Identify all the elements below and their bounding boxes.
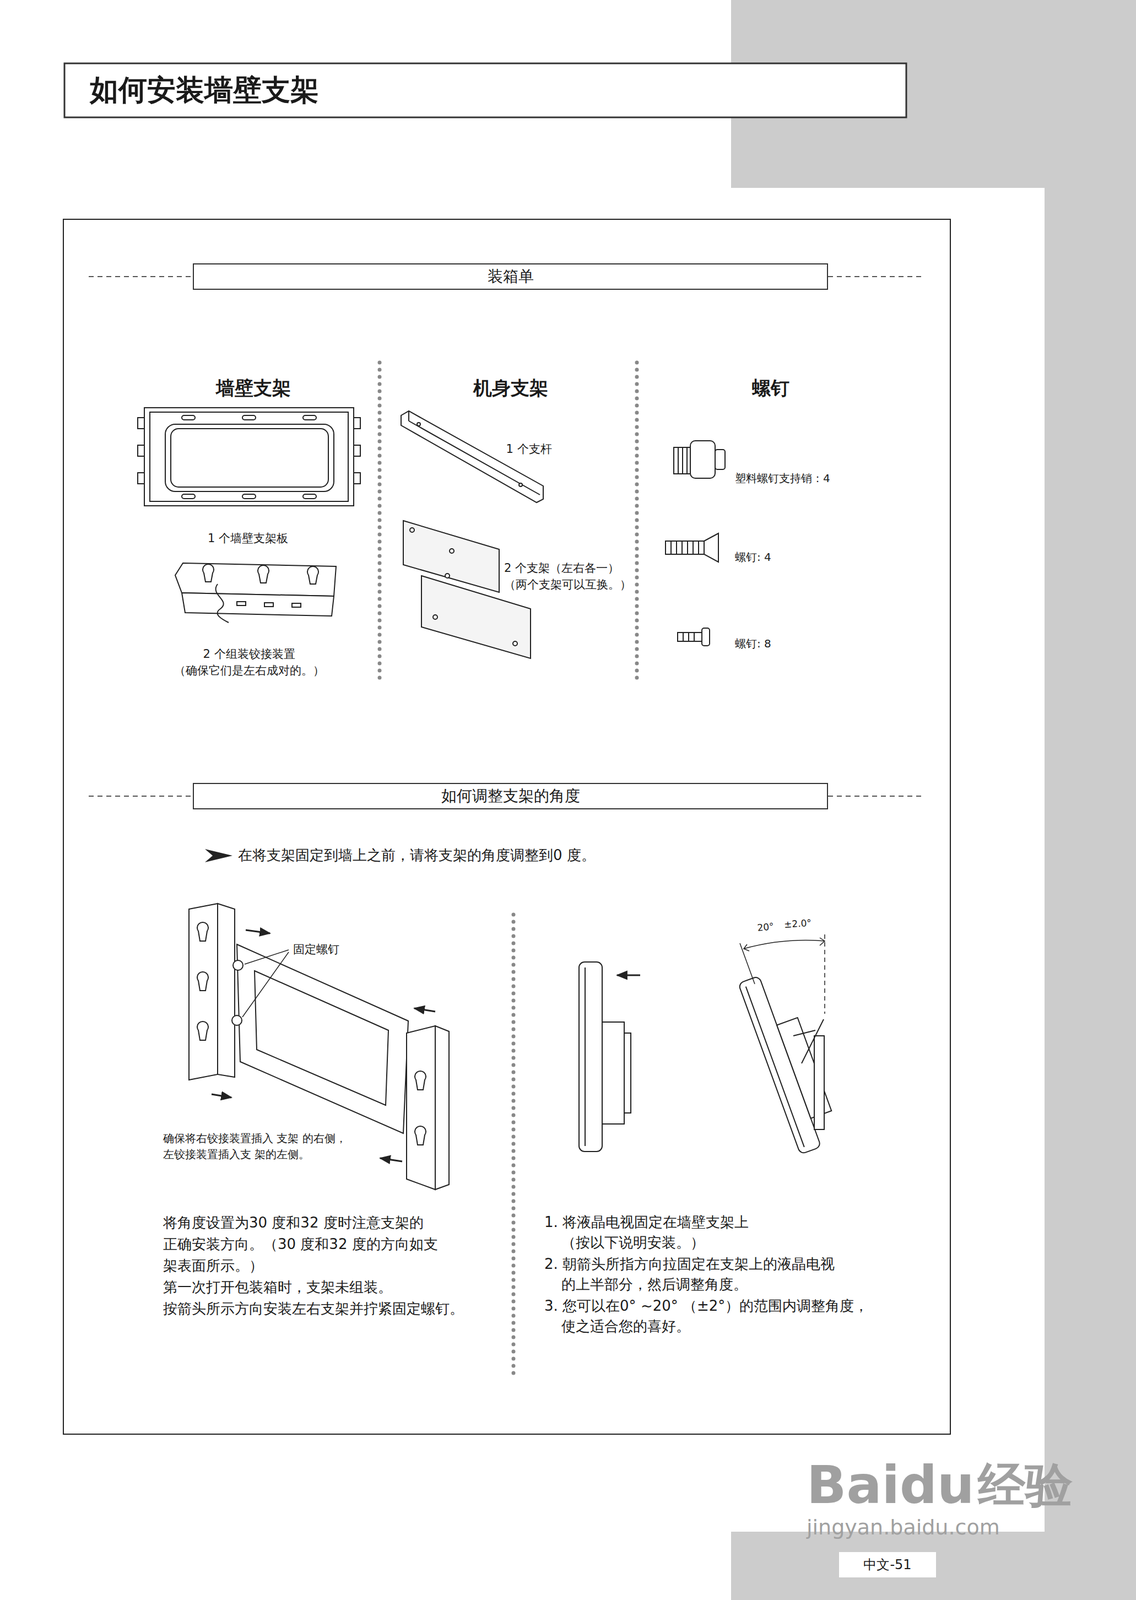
part-name: 1 个墙壁支架板 bbox=[159, 529, 337, 547]
watermark: 经验 bbox=[977, 1457, 1073, 1513]
node-text: 如何调整支架的角度 bbox=[441, 785, 581, 807]
page-number-box: 中文-51 bbox=[839, 1551, 937, 1578]
pull-arrow bbox=[617, 974, 641, 977]
part-name: 螺钉: 4 bbox=[734, 549, 772, 566]
column-heading: 机身支架 bbox=[439, 374, 583, 402]
instruction-text: 第一次打开包装箱时，支架未组装。 bbox=[163, 1276, 494, 1298]
column-heading: 墙壁支架 bbox=[181, 374, 326, 402]
node-text: 中文-51 bbox=[863, 1555, 912, 1574]
page-title: 如何安装墙壁支架 bbox=[89, 71, 319, 108]
step-text: 2. 朝箭头所指方向拉固定在支架上的液晶电视 的上半部分，然后调整角度。 bbox=[544, 1253, 886, 1295]
angle-label: ±2.0° bbox=[783, 916, 812, 932]
step-text: 3. 您可以在0° ~20° （±2°）的范围内调整角度， 使之适合您的喜好。 bbox=[544, 1295, 886, 1337]
note-arrow bbox=[204, 848, 233, 863]
part-name: 螺钉: 8 bbox=[734, 635, 772, 652]
assembly-arrows bbox=[211, 929, 436, 1162]
column-heading: 螺钉 bbox=[699, 374, 843, 402]
node-text: 装箱单 bbox=[487, 266, 534, 288]
bar-drawing bbox=[401, 410, 544, 503]
note-text: 确保将右铰接装置插入 支架 的右侧，左铰接装置插入支 架的左侧。 bbox=[163, 1130, 348, 1163]
note-text: 在将支架固定到墙上之前，请将支架的角度调整到0 度。 bbox=[237, 845, 596, 867]
angle-marks bbox=[739, 934, 825, 1014]
tilted-view-drawing bbox=[738, 968, 842, 1155]
part-name: 塑料螺钉支持销：4 bbox=[734, 470, 831, 487]
hinge-drawing bbox=[175, 563, 337, 623]
wall-plate-drawing bbox=[137, 407, 361, 506]
callout-label: 固定螺钉 bbox=[293, 940, 340, 958]
side-view-drawing bbox=[579, 961, 631, 1152]
angle-label: 20° bbox=[756, 919, 775, 935]
watermark: jingyan.baidu.com bbox=[806, 1515, 1000, 1540]
part-name: 1 个支杆 bbox=[473, 440, 584, 458]
tilt-mechanism bbox=[793, 1019, 825, 1130]
assembly-drawing bbox=[188, 903, 450, 1190]
dashed-rules bbox=[88, 276, 924, 797]
instruction-text: 按箭头所示方向安装左右支架并拧紧固定螺钉。 bbox=[163, 1297, 505, 1320]
part-name: 2 个组装铰接装置 （确保它们是左右成对的。） bbox=[144, 645, 354, 680]
part-name: 2 个支架（左右各一） （两个支架可以互换。） bbox=[504, 559, 642, 594]
leader-lines bbox=[242, 949, 289, 1018]
title-frame bbox=[64, 63, 907, 118]
screw-drawings bbox=[665, 440, 726, 646]
watermark: Baidu bbox=[806, 1454, 975, 1516]
section-band: 如何调整支架的角度 bbox=[192, 782, 829, 810]
step-text: 1. 将液晶电视固定在墙壁支架上 （按以下说明安装。） bbox=[544, 1212, 886, 1253]
section-band: 装箱单 bbox=[192, 263, 829, 290]
instruction-text: 将角度设置为30 度和32 度时注意支架的 正确安装方向。（30 度和32 度的… bbox=[163, 1212, 472, 1277]
content-frame bbox=[63, 219, 951, 1435]
